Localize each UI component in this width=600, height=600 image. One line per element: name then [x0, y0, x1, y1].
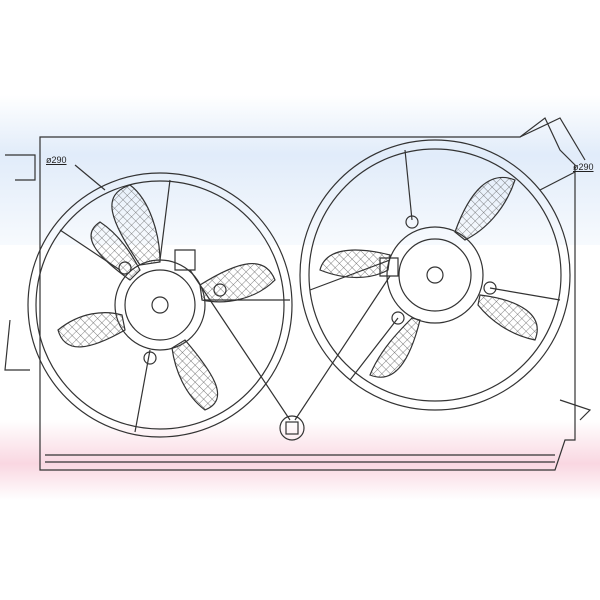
- electrical-connector: [174, 249, 399, 441]
- watermark-band-blue: [0, 95, 600, 245]
- right-fan: [299, 139, 571, 411]
- left-fan: [27, 172, 293, 438]
- watermark-band-pink: [0, 420, 600, 500]
- shroud-frame: [39, 117, 576, 471]
- leader-line-left: [74, 164, 106, 191]
- right-fan-diameter-label: ø290: [573, 162, 594, 172]
- leader-line-right: [539, 171, 576, 191]
- right-mount-bracket: [519, 117, 592, 421]
- left-fan-diameter-label: ø290: [46, 155, 67, 165]
- shroud-bottom-rail: [45, 454, 555, 463]
- left-mount-bracket: [4, 154, 36, 371]
